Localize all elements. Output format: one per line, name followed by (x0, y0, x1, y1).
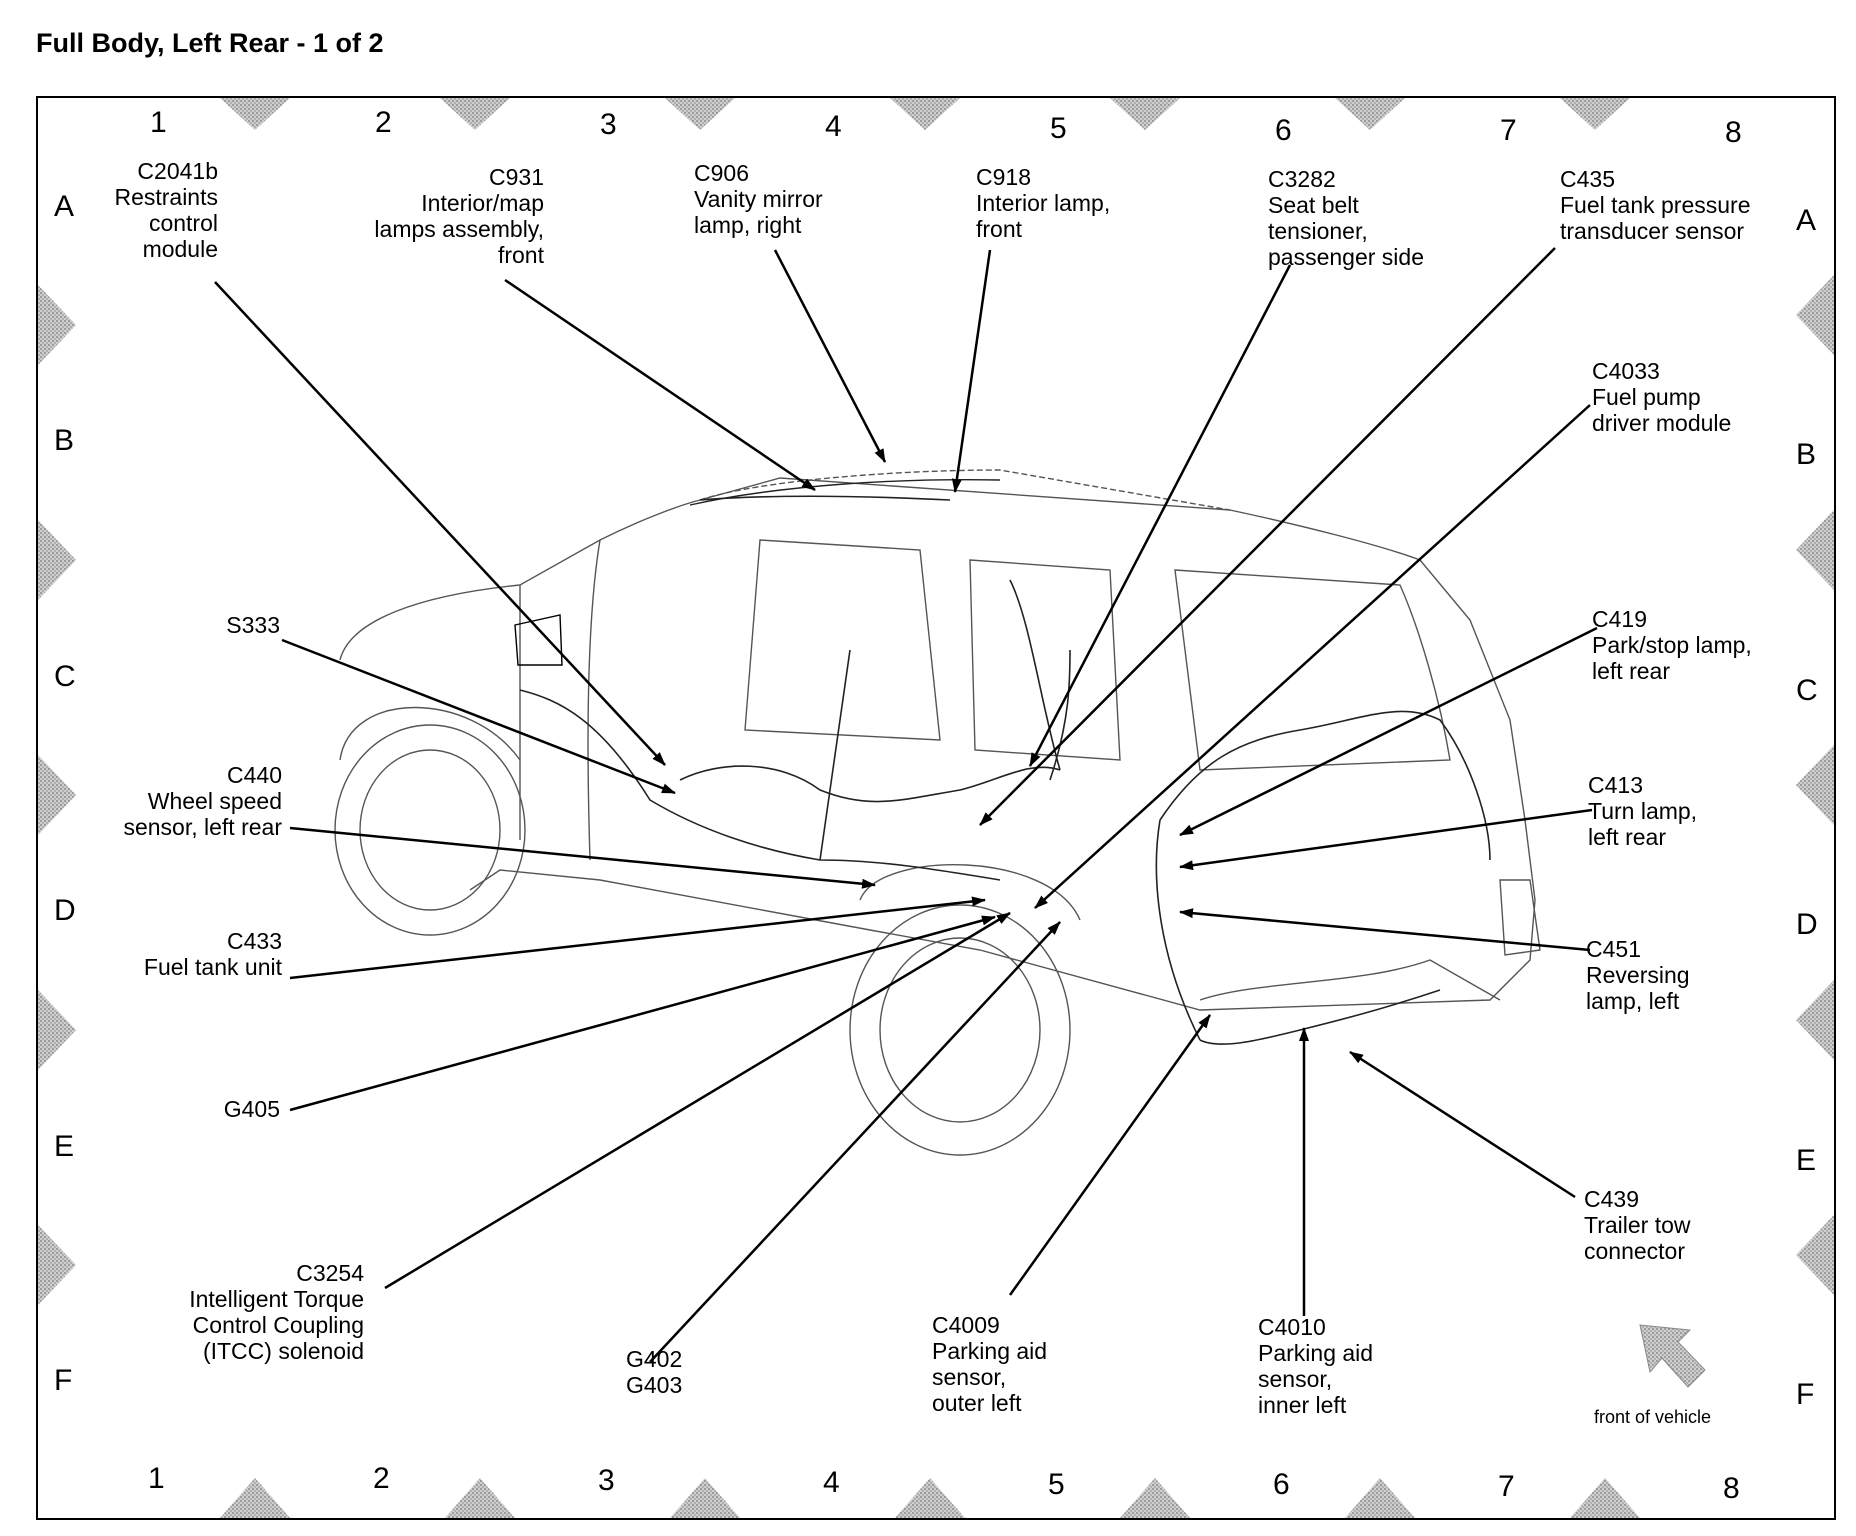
label-c413: C413 Turn lamp, left rear (1588, 772, 1698, 850)
label-c440: C440 Wheel speed sensor, left rear (123, 762, 282, 840)
label-c3282: C3282 Seat belt tensioner, passenger sid… (1268, 166, 1424, 270)
grid-row-left-C: C (54, 660, 76, 693)
wiring-harness (519, 495, 1491, 1045)
grid-col-top-5: 5 (1050, 112, 1067, 145)
grid-row-right-E: E (1796, 1144, 1817, 1177)
label-c4010: C4010 Parking aid sensor, inner left (1258, 1314, 1374, 1418)
label-g405: G405 (223, 1096, 280, 1122)
diagram-frame (36, 96, 1836, 1520)
grid-row-right-A: A (1796, 204, 1817, 237)
front-of-vehicle-icon (1639, 1324, 1706, 1388)
grid-col-bottom-2: 2 (373, 1462, 390, 1495)
label-c931: C931 Interior/map lamps assembly, front (374, 164, 544, 268)
grid-col-top-2: 2 (375, 106, 392, 139)
label-g402-g403: G402 G403 (626, 1346, 683, 1398)
label-c435: C435 Fuel tank pressure transducer senso… (1560, 166, 1751, 244)
grid-col-top-4: 4 (825, 110, 842, 143)
grid-col-bottom-3: 3 (598, 1464, 615, 1497)
grid-col-bottom-6: 6 (1273, 1468, 1290, 1501)
grid-row-right-C: C (1796, 674, 1818, 707)
grid-markers (38, 98, 1834, 1518)
grid-col-bottom-1: 1 (148, 1462, 165, 1495)
grid-col-top-8: 8 (1725, 116, 1742, 149)
label-c4009: C4009 Parking aid sensor, outer left (932, 1312, 1048, 1416)
grid-col-top-1: 1 (150, 106, 167, 139)
grid-row-right-D: D (1796, 908, 1818, 941)
grid-col-bottom-5: 5 (1048, 1468, 1065, 1501)
grid-col-top-6: 6 (1275, 114, 1292, 147)
grid-row-left-D: D (54, 894, 76, 927)
grid-col-top-7: 7 (1500, 114, 1517, 147)
grid-col-top-3: 3 (600, 108, 617, 141)
grid-col-bottom-8: 8 (1723, 1472, 1740, 1505)
grid-col-bottom-7: 7 (1498, 1470, 1515, 1503)
label-c439: C439 Trailer tow connector (1584, 1186, 1691, 1264)
label-c4033: C4033 Fuel pump driver module (1592, 358, 1732, 436)
label-c419: C419 Park/stop lamp, left rear (1592, 606, 1752, 684)
label-s333: S333 (226, 612, 280, 638)
label-c2041b: C2041b Restraints control module (114, 158, 218, 262)
label-c433: C433 Fuel tank unit (143, 928, 282, 980)
grid-col-bottom-4: 4 (823, 1466, 840, 1499)
grid-row-left-F: F (54, 1364, 73, 1397)
label-c906: C906 Vanity mirror lamp, right (694, 160, 823, 238)
grid-row-left-B: B (54, 424, 75, 457)
label-c3254: C3254 Intelligent Torque Control Couplin… (189, 1260, 364, 1364)
grid-row-right-B: B (1796, 438, 1817, 471)
grid-row-left-A: A (54, 190, 75, 223)
label-c918: C918 Interior lamp, front (976, 164, 1111, 242)
label-c451: C451 Reversing lamp, left (1586, 936, 1690, 1014)
grid-row-left-E: E (54, 1130, 75, 1163)
front-of-vehicle-label: front of vehicle (1594, 1407, 1712, 1427)
grid-row-right-F: F (1796, 1378, 1815, 1411)
leader-lines (214, 247, 1598, 1363)
page-title: Full Body, Left Rear - 1 of 2 (36, 28, 384, 58)
